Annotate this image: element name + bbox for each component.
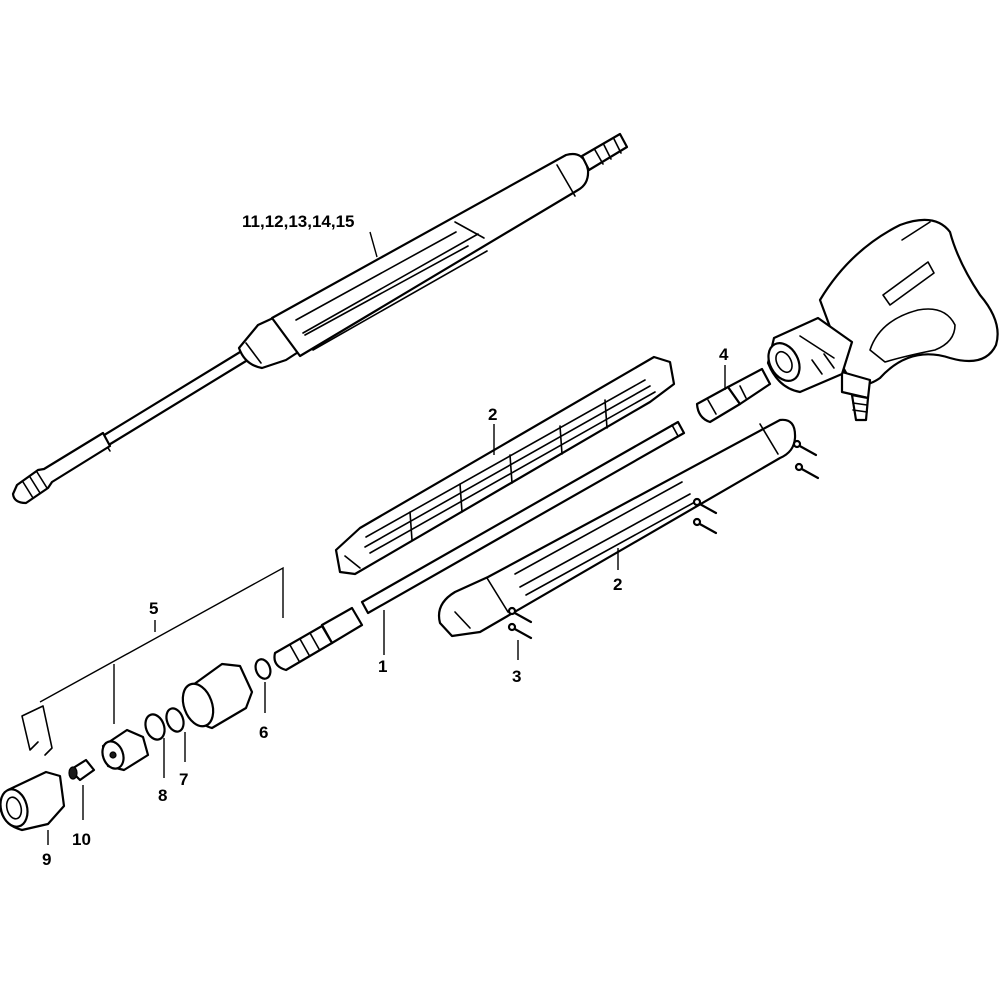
callout-o-ring-7: 7 — [179, 770, 188, 789]
callout-handle-half-lower: 2 — [613, 575, 622, 594]
o-ring-7 — [165, 707, 185, 733]
callout-handle-half-upper: 2 — [488, 405, 497, 424]
inner-pipe — [360, 420, 686, 615]
callout-nozzle-insert: 10 — [72, 830, 91, 849]
nipple-fitting — [695, 367, 772, 424]
retaining-clip — [21, 705, 53, 756]
handle-half-upper — [334, 355, 676, 576]
callout-o-ring-small: 6 — [259, 723, 268, 742]
callout-screws: 3 — [512, 667, 521, 686]
callout-nozzle-set: 5 — [149, 599, 158, 618]
nozzle-insert — [68, 758, 96, 782]
o-ring-small — [254, 658, 272, 680]
callout-lance-assembly: 11,12,13,14,15 — [242, 212, 355, 231]
callout-o-ring-8: 8 — [158, 786, 167, 805]
nozzle-connector — [273, 606, 364, 672]
leader-lines — [39, 231, 726, 845]
nozzle-sleeve — [181, 662, 254, 730]
callout-pipe: 1 — [378, 657, 387, 676]
nozzle-cap — [0, 770, 66, 832]
callout-nozzle-cap: 9 — [42, 850, 51, 869]
rotor-nozzle-body — [101, 728, 150, 772]
o-ring-8 — [144, 713, 166, 741]
callout-nipple: 4 — [719, 345, 729, 364]
callout-labels: 11,12,13,14,15 2 4 2 1 3 5 6 7 8 10 9 — [42, 212, 729, 869]
handle-half-lower — [437, 418, 797, 638]
spray-gun-handle — [766, 218, 999, 422]
screws — [507, 439, 820, 640]
complete-lance-assembly — [11, 132, 629, 505]
